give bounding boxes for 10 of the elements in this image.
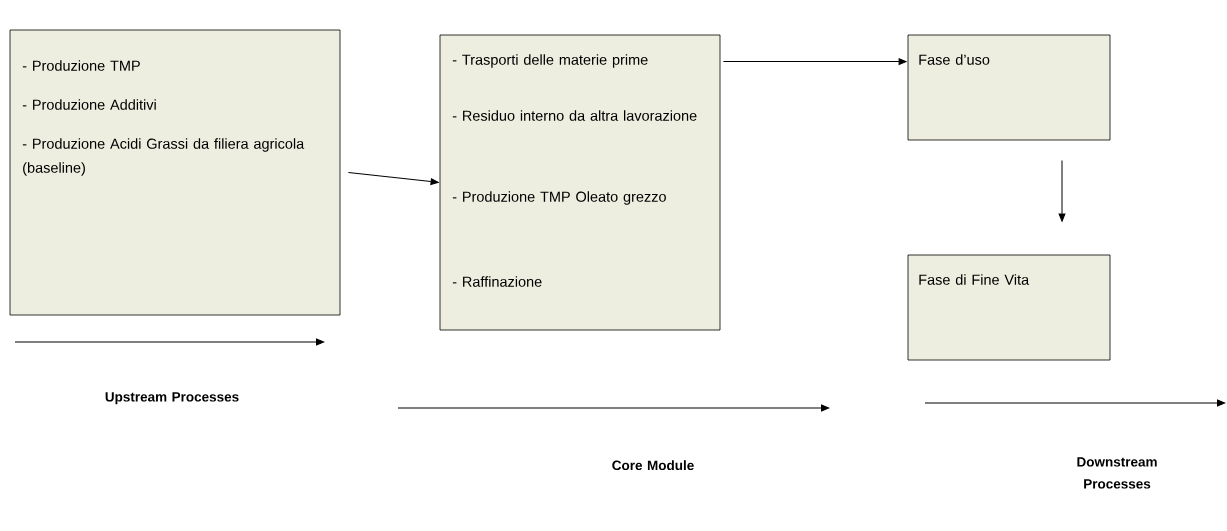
arrow (347, 172, 439, 185)
arrow (1058, 159, 1066, 222)
process-box: Fase di Fine Vita (907, 254, 1111, 361)
section-label: Downstream Processes (1077, 457, 1157, 489)
process-box: Fase d’uso (907, 34, 1111, 141)
process-box: - Trasporti delle materie prime - Residuo interno da altra lavorazione - Produzione TMP Oleato grezzo - Raffinazione (439, 34, 721, 331)
process-box: - Produzione TMP - Produzione Additivi - Produzione Acidi Grassi da filiera agricola (baseline) (9, 29, 341, 316)
arrow (722, 58, 907, 65)
section-label: Upstream Processes (105, 392, 239, 405)
section-label: Core Module (612, 460, 694, 471)
